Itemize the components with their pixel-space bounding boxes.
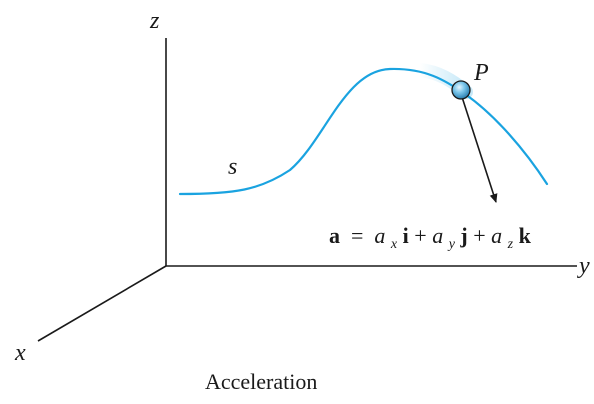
figure-caption: Acceleration: [205, 369, 317, 394]
curve-label-s: s: [228, 154, 237, 180]
eq-k: k: [519, 223, 532, 248]
acceleration-equation: a = a x i + a y j + a z k: [329, 223, 532, 253]
eq-ay-base: a: [432, 223, 443, 248]
x-axis: [37, 265, 167, 342]
eq-i: i: [403, 223, 409, 248]
particle-p: [451, 80, 471, 100]
eq-ax-sub: x: [390, 237, 398, 252]
eq-az-sub: z: [507, 237, 514, 252]
z-axis-label: z: [149, 8, 160, 34]
eq-plus-1: +: [414, 223, 432, 248]
eq-equals: =: [346, 223, 369, 248]
eq-a-vector: a: [329, 223, 340, 248]
acceleration-vector: [461, 96, 498, 203]
eq-ay-sub: y: [447, 237, 456, 252]
path-curve-s: [178, 67, 549, 196]
y-axis-label: y: [577, 253, 590, 279]
eq-ax-base: a: [374, 223, 385, 248]
eq-plus-2: +: [473, 223, 491, 248]
eq-j: j: [459, 223, 467, 248]
axes: z y x: [14, 8, 590, 366]
x-axis-label: x: [14, 340, 26, 366]
point-label-p: P: [473, 60, 489, 86]
eq-az-base: a: [491, 223, 502, 248]
